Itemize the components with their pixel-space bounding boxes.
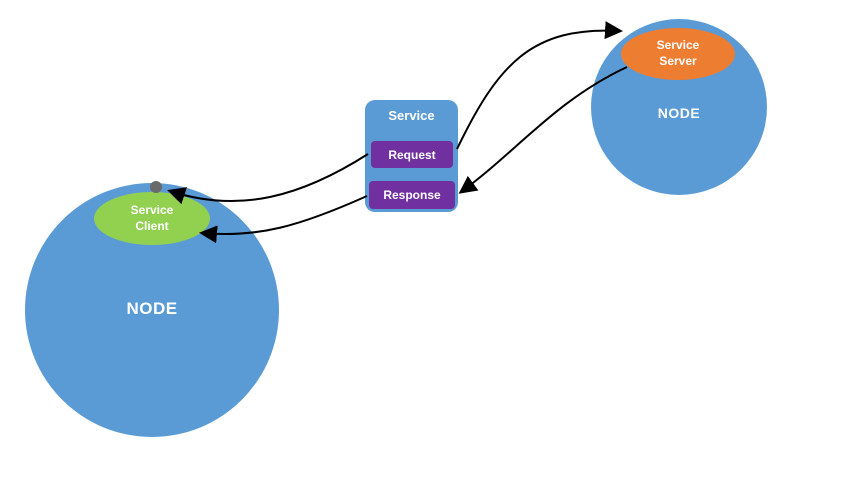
service-client-ellipse: Service Client (94, 192, 210, 245)
service-server-label-line1: Service (656, 38, 700, 53)
service-box-title: Service (388, 108, 435, 123)
left-node-label: NODE (126, 299, 178, 318)
service-client-label-line1: Service (130, 202, 174, 217)
service-server-ellipse: Service Server (621, 28, 735, 80)
request-box: Request (371, 141, 453, 168)
response-box: Response (369, 181, 455, 209)
right-node-label: NODE (657, 105, 701, 121)
service-server-label-line2: Server (659, 54, 697, 68)
service-client-label-line2: Client (135, 218, 169, 233)
